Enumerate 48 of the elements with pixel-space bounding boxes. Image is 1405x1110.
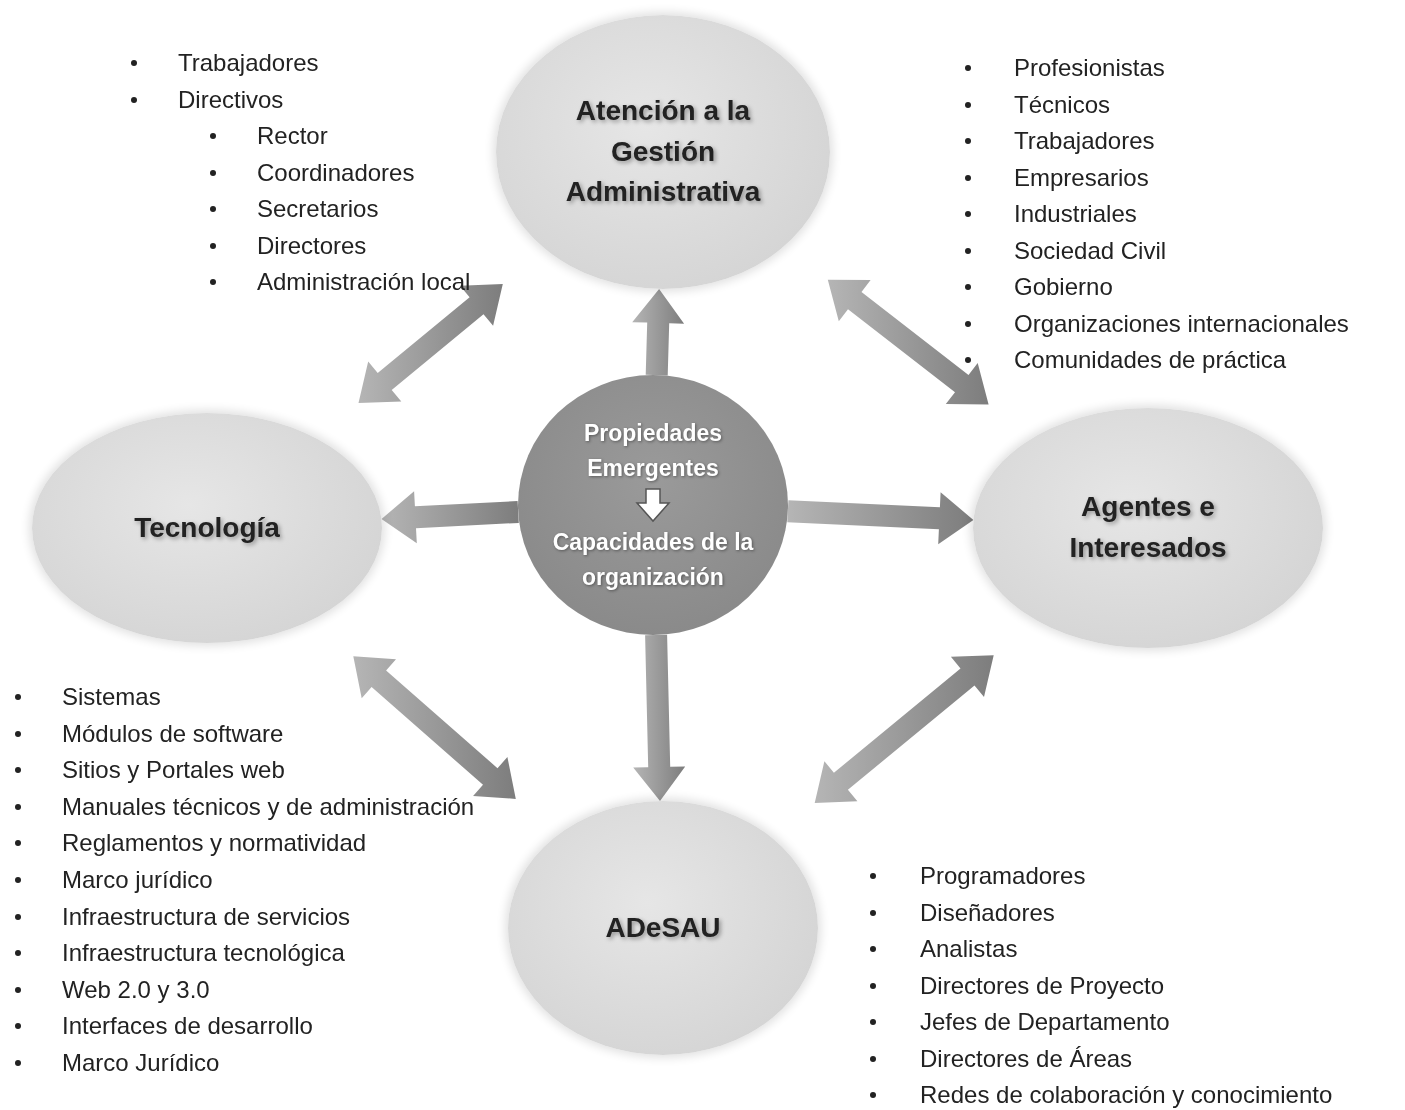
topic-label: Atención a la Gestión Administrativa bbox=[564, 94, 762, 210]
block-arrow bbox=[814, 655, 994, 803]
list-item: Secretarios bbox=[257, 194, 379, 224]
list-item: Técnicos bbox=[1014, 89, 1111, 120]
list-item: Gobierno bbox=[1014, 272, 1113, 302]
list-item: Manuales técnicos y de administración bbox=[62, 791, 475, 822]
list-item: Comunidades de práctica bbox=[1014, 345, 1287, 375]
list-item: Analistas bbox=[920, 934, 1018, 964]
block-arrow bbox=[358, 284, 503, 404]
list-item: Administración local bbox=[257, 267, 471, 297]
list-item: Empresarios bbox=[1014, 162, 1149, 193]
block-arrow bbox=[353, 656, 516, 799]
list-item: Jefes de Departamento bbox=[920, 1007, 1170, 1037]
center-label: Capacidades de la organización bbox=[551, 528, 755, 592]
list-item: Interfaces de desarrollo bbox=[62, 1011, 313, 1042]
topic-label: Tecnología bbox=[134, 510, 280, 545]
list-item: Redes de colaboración y conocimiento bbox=[920, 1080, 1333, 1110]
list-item: Sociedad Civil bbox=[1014, 235, 1167, 266]
list-item: Módulos de software bbox=[62, 718, 284, 749]
list-item: Trabajadores bbox=[178, 48, 319, 78]
list-item: Coordinadores bbox=[257, 157, 415, 188]
list-item: Infraestructura de servicios bbox=[62, 901, 351, 932]
block-arrow bbox=[827, 279, 989, 405]
list-item: Directores de Áreas bbox=[920, 1043, 1133, 1074]
list-item: Sitios y Portales web bbox=[62, 755, 285, 786]
list-item: Trabajadores bbox=[1014, 126, 1155, 156]
list-item: Profesionistas bbox=[1014, 53, 1165, 83]
list-item: Marco Jurídico bbox=[62, 1048, 220, 1078]
list-item: Directores de Proyecto bbox=[920, 970, 1165, 1001]
list-item: Web 2.0 y 3.0 bbox=[62, 974, 210, 1005]
list-item: Sistemas bbox=[62, 682, 161, 712]
topic-label: ADeSAU bbox=[605, 910, 721, 945]
block-arrow bbox=[633, 634, 686, 801]
list-item: Rector bbox=[257, 121, 328, 151]
block-arrow bbox=[381, 491, 519, 544]
list-item: Diseñadores bbox=[920, 897, 1055, 928]
list-item: Directivos bbox=[178, 84, 284, 115]
list-item: Directores bbox=[257, 230, 367, 261]
list-item: Infraestructura tecnológica bbox=[62, 938, 345, 969]
list-item: Reglamentos y normatividad bbox=[62, 828, 367, 859]
block-arrow bbox=[787, 492, 974, 545]
list-item: Programadores bbox=[920, 861, 1086, 891]
list-item: Industriales bbox=[1014, 199, 1137, 229]
topic-label: Agentes e Interesados bbox=[1068, 490, 1228, 565]
list-item: Organizaciones internacionales bbox=[1014, 308, 1349, 339]
center-label: Propiedades Emergentes bbox=[582, 419, 723, 483]
list-item: Marco jurídico bbox=[62, 865, 213, 895]
block-arrow bbox=[632, 289, 685, 376]
